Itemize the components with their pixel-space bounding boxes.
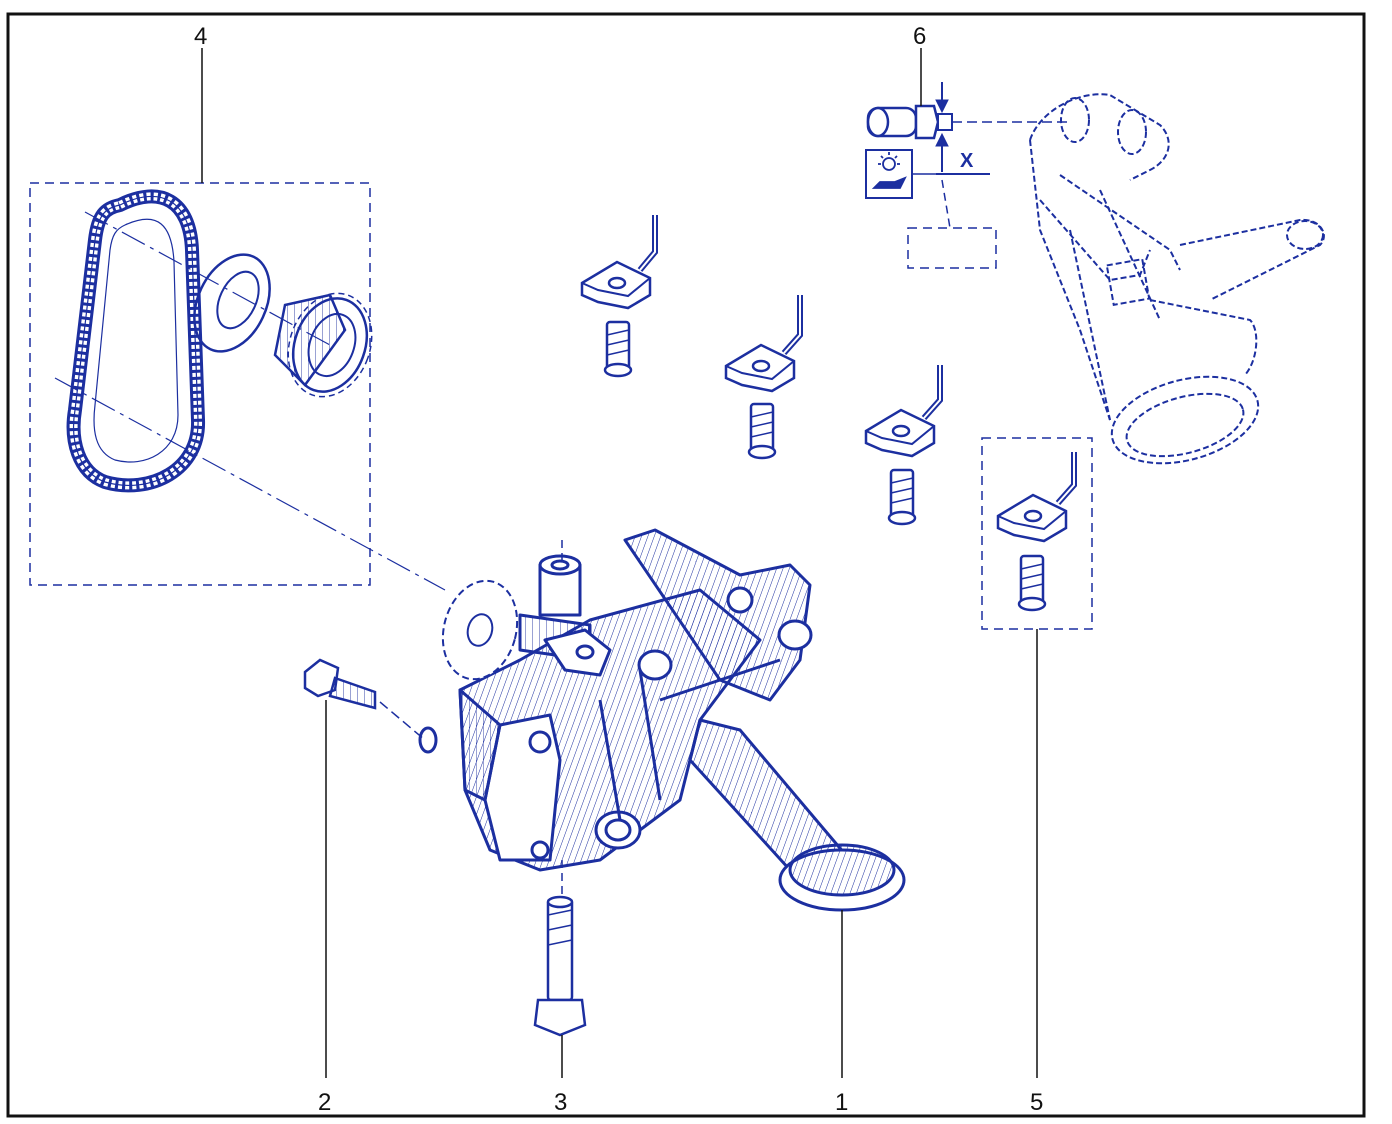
dimension-label: X [960,150,974,172]
callout-1: 1 [835,1089,848,1116]
diagram-frame [6,12,1366,1118]
oil-jet-assembly-a [580,215,658,378]
oil-jet-kit-group [981,437,1093,630]
callout-2: 2 [318,1089,331,1116]
oil-pressure-switch [866,104,1070,140]
callout-3: 3 [554,1089,567,1116]
thrust-washer [193,253,271,353]
dashed-placeholder-box [907,227,997,269]
callout-5: 5 [1030,1089,1043,1116]
warning-lamp-icon [878,152,900,171]
oil-jet-assembly-b [724,295,803,460]
crankshaft-sprocket [273,292,373,398]
part-4-dashed-box [29,182,371,586]
long-bolt [533,895,587,1037]
engine-block-ghost [1029,93,1325,465]
dimension-x-marker: X [935,82,990,175]
timing-chain-kit-group [29,182,446,591]
leader-lines [201,48,1038,1078]
oil-pump-body [418,528,906,912]
mounting-bolt [303,658,377,710]
callout-6: 6 [913,23,926,50]
callout-4: 4 [194,23,207,50]
oil-jet-assembly-c [864,365,943,526]
oil-can-icon [871,176,907,189]
warning-icon-box [865,149,940,199]
